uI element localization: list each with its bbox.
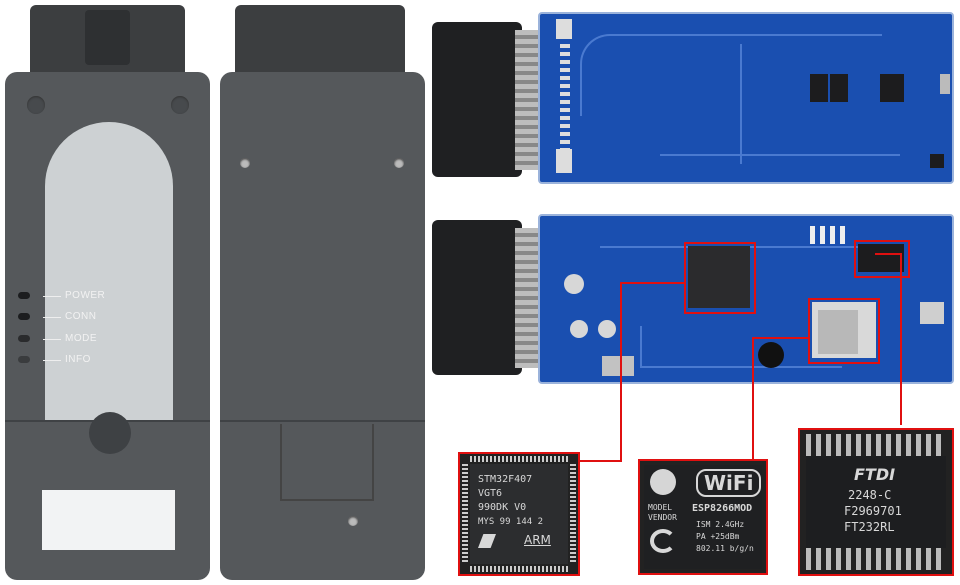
st-logo-icon — [478, 534, 496, 548]
esp-vendor-label: VENDOR — [648, 513, 677, 522]
esp8266-shield — [818, 310, 858, 354]
ftdi-chip — [858, 244, 904, 272]
screw — [348, 516, 358, 526]
esp-model-label: MODEL — [648, 503, 673, 512]
callout-line — [620, 282, 622, 462]
device-back-body — [220, 72, 425, 580]
callout-line — [752, 337, 808, 339]
callout-line — [900, 255, 902, 425]
front-label-area — [45, 122, 173, 422]
capacitor — [598, 320, 616, 338]
screw-hole — [171, 96, 189, 114]
stm32-chip — [688, 246, 750, 308]
led-label-power: POWER — [65, 290, 106, 301]
stm32-closeup: STM32F407 VGT6 990DK V0 MYS 99 144 2 ARM — [458, 452, 580, 576]
device-button[interactable] — [89, 412, 131, 454]
stm32-line-2: VGT6 — [478, 488, 503, 499]
callout-line — [575, 460, 622, 462]
espressif-logo-icon — [650, 469, 676, 495]
led-mode-indicator — [18, 335, 30, 342]
chip — [930, 154, 944, 168]
stm32-line-1: STM32F407 — [478, 474, 533, 485]
fcc-logo-icon — [650, 529, 676, 553]
ftdi-closeup: FTDI 2248-C F2969701 FT232RL — [798, 428, 954, 576]
buzzer — [758, 342, 784, 368]
pcb-top-board — [538, 12, 954, 184]
ftdi-line-3: FT232RL — [844, 520, 895, 534]
arm-logo: ARM — [524, 533, 551, 547]
device-front-body: POWER CONN MODE INFO — [5, 72, 210, 580]
led-label-conn: CONN — [65, 311, 97, 322]
stm32-highlight — [684, 242, 756, 314]
chip — [810, 74, 828, 102]
esp-pa: PA +25dBm — [696, 532, 740, 541]
callout-line — [752, 337, 754, 461]
ftdi-line-2: F2969701 — [844, 504, 902, 518]
esp-ism: ISM 2.4GHz — [696, 520, 745, 529]
ftdi-brand: FTDI — [854, 465, 896, 484]
case-seam — [220, 420, 425, 422]
callout-line — [620, 282, 684, 284]
screw-hole — [27, 96, 45, 114]
led-power-indicator — [18, 292, 30, 299]
esp-model: ESP8266MOD — [692, 503, 753, 514]
chip — [830, 74, 848, 102]
obd-connector-back — [235, 5, 405, 80]
chip — [880, 74, 904, 102]
obd-device-back — [215, 0, 430, 585]
led-label-mode: MODE — [65, 333, 97, 344]
ftdi-highlight — [854, 240, 910, 278]
wifi-logo: WiFi — [696, 469, 762, 497]
white-sticker — [42, 490, 175, 550]
capacitor — [564, 274, 584, 294]
pcb-bottom-obd-connector — [432, 220, 522, 375]
capacitor — [570, 320, 588, 338]
screw — [394, 158, 404, 168]
esp8266-highlight — [808, 298, 880, 364]
usb-port — [920, 302, 944, 324]
esp-std: 802.11 b/g/n — [696, 544, 754, 553]
pcb-bottom-board — [538, 214, 954, 384]
callout-line — [875, 253, 902, 255]
stm32-line-4: MYS 99 144 2 — [478, 517, 544, 527]
stm32-line-3: 990DK V0 — [478, 502, 527, 513]
inductor — [602, 356, 634, 376]
led-conn-indicator — [18, 313, 30, 320]
obd-device-front: POWER CONN MODE INFO — [0, 0, 215, 585]
screw — [240, 158, 250, 168]
led-info-indicator — [18, 356, 30, 363]
battery-cover — [280, 424, 374, 501]
pcb-top-obd-connector — [432, 22, 522, 177]
ftdi-line-1: 2248-C — [848, 488, 892, 502]
esp8266-closeup: WiFi MODEL VENDOR ESP8266MOD ISM 2.4GHz … — [638, 459, 768, 575]
led-label-info: INFO — [65, 354, 91, 365]
